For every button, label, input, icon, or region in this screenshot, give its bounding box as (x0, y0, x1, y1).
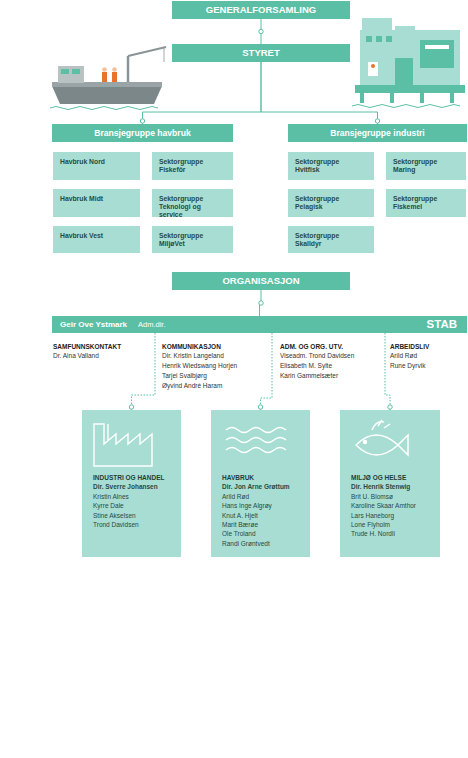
group-title: Bransjegruppe havbruk (52, 124, 233, 142)
department-text: Brit U. Blomsø (351, 492, 440, 501)
sector-name: Sektorgruppe Fiskefôr (159, 158, 225, 174)
department-text: Randi Grøntvedt (222, 539, 310, 548)
department-text: Ole Troland (222, 529, 310, 538)
department-text: Knut A. Hjelt (222, 511, 310, 520)
sector-box: Havbruk Vest (53, 226, 140, 253)
sector-name: Sektorgruppe Hvitfisk (295, 158, 361, 174)
group-box: Bransjegruppe industri (288, 124, 467, 142)
connector (385, 333, 390, 410)
staff-name: Dr. Aina Valland (53, 352, 99, 360)
sector-box: Sektorgruppe Fiskefôr (152, 152, 233, 180)
department-text: Hans Inge Algrøy (222, 501, 310, 510)
department-text: Kyrre Dale (93, 501, 181, 510)
sector-box: Sektorgruppe Pelagisk (288, 189, 374, 217)
sector-box: Sektorgruppe Teknologi og service (152, 189, 233, 217)
connector (132, 333, 156, 410)
department-text: HAVBRUK (222, 473, 310, 482)
department-text: INDUSTRI OG HANDEL (93, 473, 181, 482)
sector-name: Sektorgruppe Teknologi og service (159, 195, 225, 220)
connector (261, 333, 273, 410)
connector-dot (388, 405, 392, 409)
sector-box: Sektorgruppe Hvitfisk (288, 152, 374, 180)
staff-name: Øyvind André Haram (162, 382, 222, 390)
staff-name: Karin Gammelsæter (280, 372, 338, 380)
sector-name: Sektorgruppe Pelagisk (295, 195, 361, 211)
connector-dot (259, 301, 263, 305)
group-box: Bransjegruppe havbruk (52, 124, 233, 142)
sector-name: Sektorgruppe Skalldyr (295, 232, 361, 248)
connector (143, 62, 262, 124)
department-box: HAVBRUKDir. Jon Arne GrøttumArild RødHan… (211, 410, 310, 557)
band-title: STYRET (172, 44, 350, 62)
connector (261, 19, 262, 44)
connector-dot (258, 405, 262, 409)
staff-name: Dir. Kristin Langeland (162, 352, 224, 360)
department-text: Trond Davidsen (93, 520, 181, 529)
sector-name: Havbruk Vest (60, 232, 126, 240)
department-box: MILJØ OG HELSEDir. Henrik StenwigBrit U.… (340, 410, 440, 557)
sector-name: Sektorgruppe MiljøVet (159, 232, 225, 248)
staff-text: Geir Ove Ystmark (60, 316, 127, 333)
staff-name: Tarjei Svalbjørg (162, 372, 207, 380)
sector-name: Havbruk Midt (60, 195, 126, 203)
department-text: Marit Bærøe (222, 520, 310, 529)
connector-dot (129, 405, 133, 409)
header-band: STYRET (172, 44, 350, 62)
department-text: Lars Haneborg (351, 511, 440, 520)
sector-box: Sektorgruppe MiljøVet (152, 226, 233, 253)
staff-band: Geir Ove Ystmark Adm.dir. STAB (52, 316, 467, 333)
header-band: GENERALFORSAMLING (172, 1, 350, 19)
department-text: Arild Rød (222, 492, 310, 501)
connector (260, 290, 262, 316)
department-text: Karoline Skaar Amthor (351, 501, 440, 510)
connector-dot (259, 29, 263, 33)
connector (261, 62, 378, 124)
department-text: Lone Flyholm (351, 520, 440, 529)
connector-dot (375, 119, 379, 123)
staff-name: Henrik Wiedswang Horjen (162, 362, 237, 370)
staff-name: Viseadm. Trond Davidsen (280, 352, 354, 360)
factory-illustration (352, 18, 465, 108)
sector-name: Sektorgruppe Fiskemel (393, 195, 459, 211)
staff-name: Arild Rød (390, 352, 417, 360)
department-text: Dir. Sverre Johansen (93, 482, 181, 491)
department-text: Dir. Jon Arne Grøttum (222, 482, 310, 491)
department-box: INDUSTRI OG HANDELDir. Sverre JohansenKr… (82, 410, 181, 557)
staff-text: STAB (427, 316, 457, 333)
sector-name: Havbruk Nord (60, 158, 126, 166)
staff-text: Adm.dir. (138, 316, 166, 333)
section-heading: SAMFUNNSKONTAKT (53, 343, 121, 351)
section-heading: ARBEIDSLIV (390, 343, 429, 351)
department-text: Dir. Henrik Stenwig (351, 482, 440, 491)
header-band: ORGANISASJON (172, 272, 350, 290)
group-title: Bransjegruppe industri (288, 124, 467, 142)
band-title: GENERALFORSAMLING (172, 1, 350, 19)
connector-dot (140, 119, 144, 123)
sector-box: Havbruk Nord (53, 152, 140, 180)
department-text: Stine Akselsen (93, 511, 181, 520)
section-heading: KOMMUNIKASJON (162, 343, 221, 351)
department-text: Trude H. Nordli (351, 529, 440, 538)
sector-box: Sektorgruppe Fiskemel (386, 189, 466, 217)
department-text: MILJØ OG HELSE (351, 473, 440, 482)
department-text: Kristin Alnes (93, 492, 181, 501)
section-heading: ADM. OG ORG. UTV. (280, 343, 343, 351)
sector-name: Sektorgruppe Maring (393, 158, 459, 174)
sector-box: Havbruk Midt (53, 189, 140, 217)
staff-name: Elisabeth M. Sylte (280, 362, 332, 370)
sector-box: Sektorgruppe Skalldyr (288, 226, 374, 253)
band-title: ORGANISASJON (172, 272, 350, 290)
staff-name: Rune Dyrvik (390, 362, 425, 370)
sector-box: Sektorgruppe Maring (386, 152, 466, 180)
boat-illustration (50, 47, 166, 110)
